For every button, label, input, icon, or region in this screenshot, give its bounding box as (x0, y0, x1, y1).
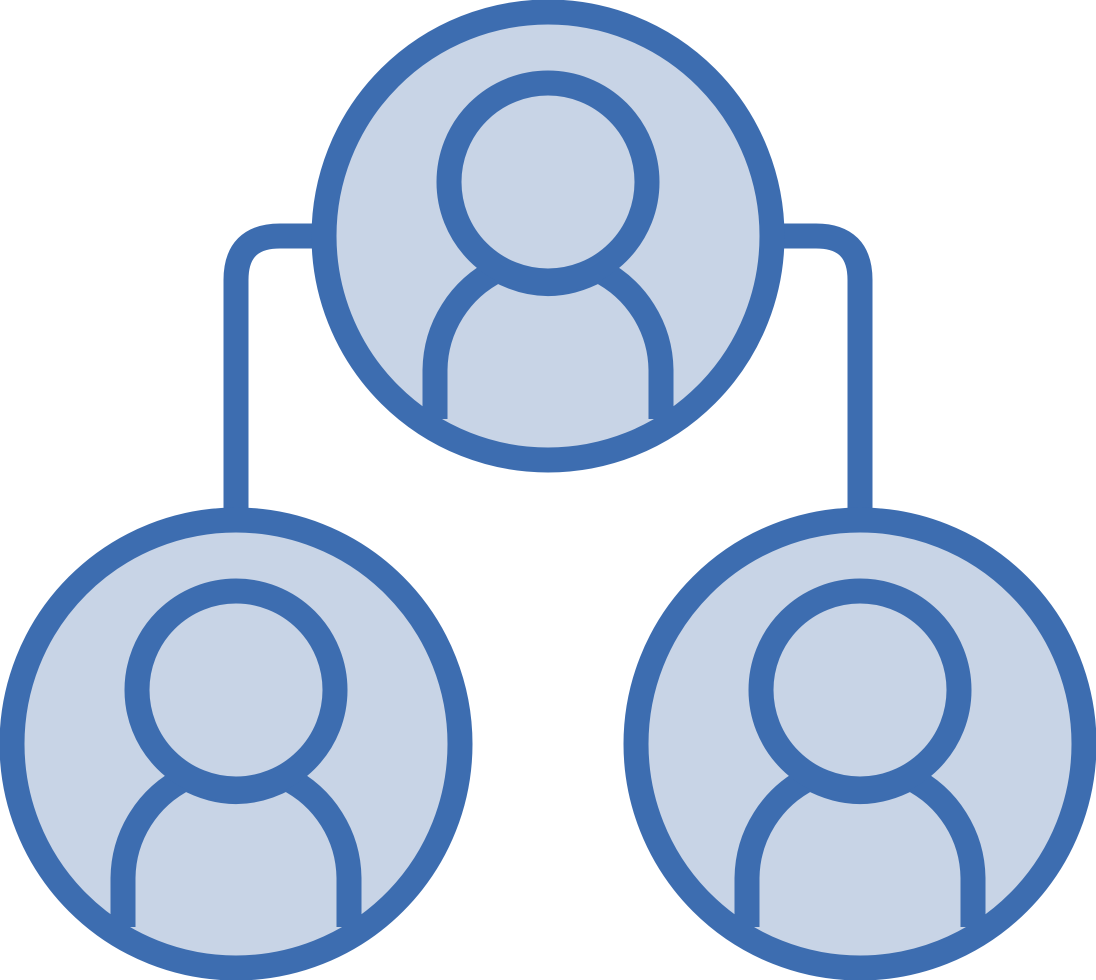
top-user-node (311, 0, 785, 473)
bottom-left-user-head (124, 578, 348, 802)
bottom-right-user-head (748, 578, 972, 802)
bottom-left-user-node (0, 507, 473, 980)
bottom-left-user-icon (110, 578, 362, 927)
right-connector-line (772, 223, 873, 520)
bottom-right-user-icon (734, 578, 986, 927)
left-connector-line (223, 223, 324, 520)
bottom-right-user-node (623, 507, 1096, 980)
top-user-icon (422, 70, 674, 419)
top-user-head (436, 70, 660, 294)
hierarchy-connectors (223, 223, 873, 520)
